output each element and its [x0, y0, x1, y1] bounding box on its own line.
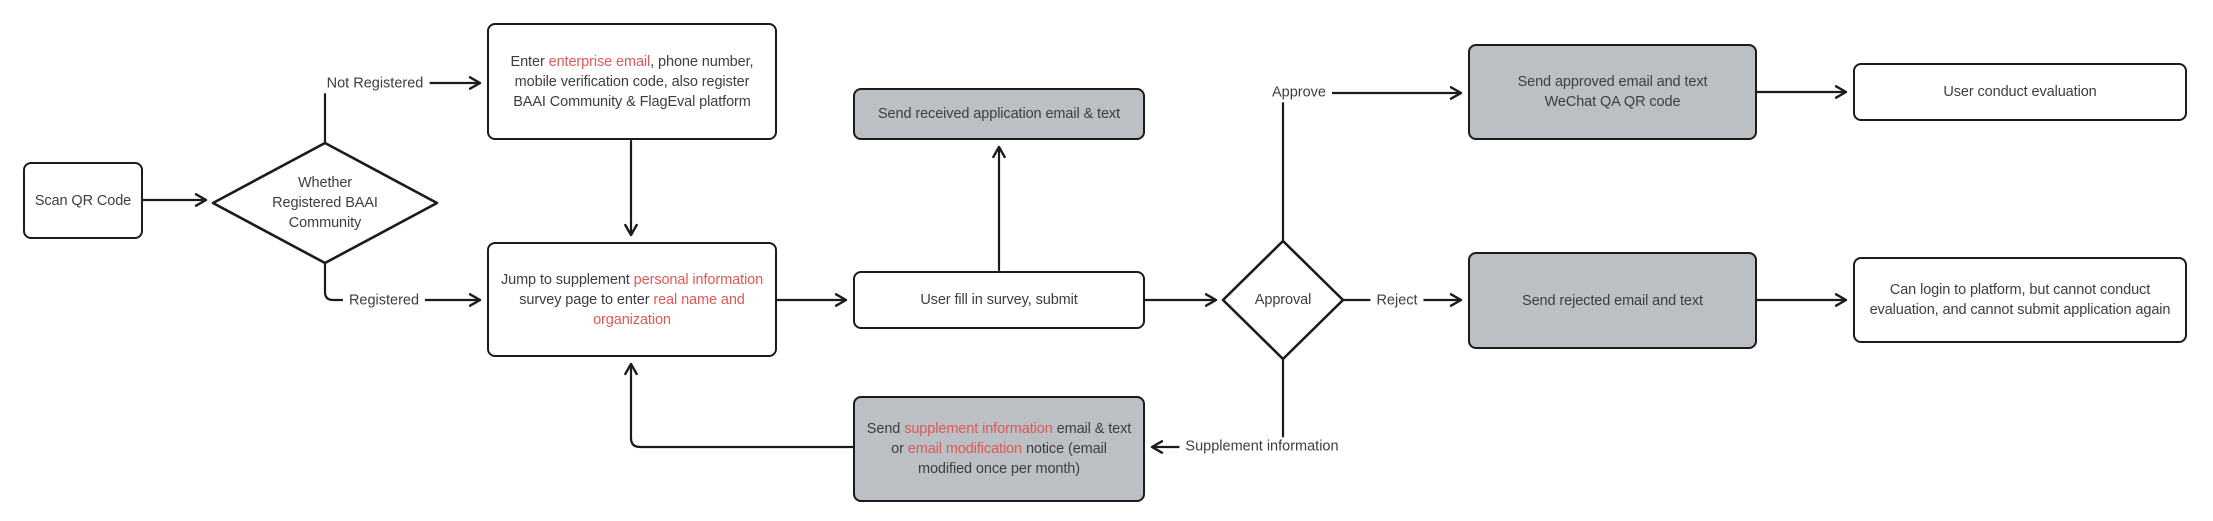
- supplement-notice-text-3: notice (email modified once per month): [917, 441, 1107, 477]
- node-send-supplement-notice: Send supplement information email & text…: [853, 396, 1145, 502]
- edge-label-registered: Registered: [342, 291, 426, 311]
- node-scan-qr-code: Scan QR Code: [23, 162, 143, 239]
- edge-label-supplement-information: Supplement information: [1179, 437, 1345, 457]
- jump-supplement-text-2: survey page to enter: [519, 291, 654, 308]
- edge-label-approve: Approve: [1265, 83, 1333, 103]
- node-user-conduct-evaluation-label: User conduct evaluation: [1943, 84, 2097, 100]
- node-user-conduct-evaluation: User conduct evaluation: [1853, 63, 2187, 121]
- decision-whether-registered-label: Whether Registered BAAI Community: [272, 175, 378, 231]
- enter-email-highlight-1: enterprise email: [548, 53, 651, 70]
- node-enter-enterprise-email: Enter enterprise email, phone number, mo…: [487, 23, 777, 140]
- supplement-notice-text-1: Send: [866, 421, 905, 437]
- supplement-notice-highlight-1: supplement information: [904, 421, 1053, 437]
- node-scan-qr-code-label: Scan QR Code: [34, 192, 132, 209]
- supplement-notice-text-2: email & text or: [891, 421, 1132, 457]
- jump-supplement-text-1: Jump to supplement: [500, 271, 634, 288]
- node-send-approved-email-label: Send approved email and text WeChat QA Q…: [1517, 74, 1708, 110]
- jump-supplement-highlight-1: personal information: [633, 271, 764, 288]
- node-send-rejected-email-label: Send rejected email and text: [1522, 292, 1703, 309]
- node-jump-supplement-survey-label: Jump to supplement personal information …: [497, 270, 767, 330]
- node-enter-enterprise-email-label: Enter enterprise email, phone number, mo…: [497, 52, 767, 112]
- node-send-supplement-notice-label: Send supplement information email & text…: [863, 419, 1135, 479]
- node-login-limited: Can login to platform, but cannot conduc…: [1853, 257, 2187, 343]
- node-send-approved-email: Send approved email and text WeChat QA Q…: [1468, 44, 1757, 140]
- node-user-fill-survey-label: User fill in survey, submit: [920, 292, 1078, 308]
- edge-label-reject: Reject: [1370, 291, 1424, 311]
- node-login-limited-label: Can login to platform, but cannot conduc…: [1869, 282, 2171, 318]
- decision-whether-registered-shape: [211, 141, 439, 265]
- edge-registered: [323, 261, 482, 307]
- node-jump-supplement-survey: Jump to supplement personal information …: [487, 242, 777, 357]
- edge-label-not-registered: Not Registered: [320, 74, 430, 94]
- jump-supplement-highlight-2: real name and organization: [593, 291, 745, 328]
- enter-email-text-2: , phone number, mobile verification code…: [513, 53, 754, 110]
- edge-supplement-request: [1150, 357, 1285, 454]
- enter-email-text-1: Enter: [510, 53, 549, 70]
- decision-approval-shape: [1221, 239, 1345, 361]
- node-send-rejected-email: Send rejected email and text: [1468, 252, 1757, 349]
- node-send-received-application: Send received application email & text: [853, 88, 1145, 140]
- decision-approval-label: Approval: [1254, 292, 1312, 308]
- edge-supplement-back-to-jump: [624, 362, 855, 449]
- supplement-notice-highlight-2: email modification: [907, 441, 1023, 457]
- node-user-fill-survey: User fill in survey, submit: [853, 271, 1145, 329]
- edge-approve: [1281, 86, 1463, 243]
- node-send-received-application-label: Send received application email & text: [877, 106, 1121, 122]
